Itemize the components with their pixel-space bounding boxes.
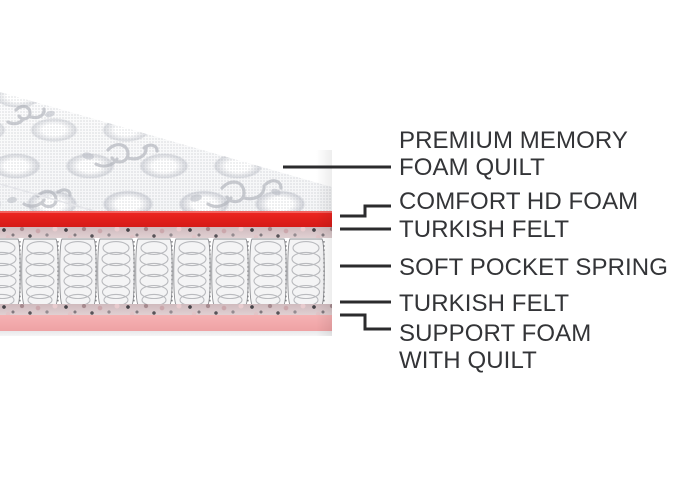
layer-turkish-felt-lower — [0, 304, 332, 316]
layer-soft-pocket-spring — [0, 238, 332, 306]
layer-turkish-felt-upper — [0, 227, 332, 239]
layer-support-foam-with-quilt — [0, 315, 332, 331]
leader-line-support-foam — [340, 313, 391, 331]
leader-line-comfort-hd-foam — [340, 204, 391, 218]
mattress-base-edge — [0, 331, 332, 336]
pocket-spring-coils — [0, 238, 332, 306]
mattress-cross-section — [0, 0, 332, 480]
layer-comfort-hd-foam — [0, 211, 332, 227]
